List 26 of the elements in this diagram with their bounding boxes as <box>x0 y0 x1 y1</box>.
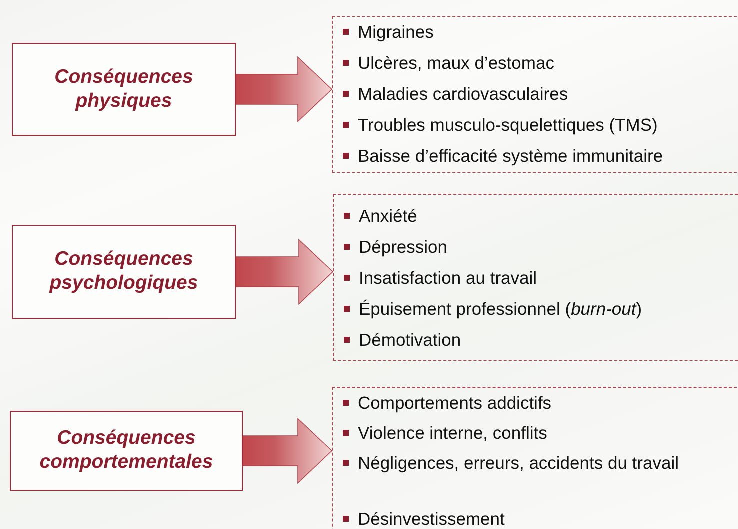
bullet-item: Négligences, erreurs, accidents du travail <box>343 453 738 474</box>
bullet-item: Épuisement professionnel (burn-out) <box>344 299 738 320</box>
category-title: Conséquences psychologiques <box>48 248 200 296</box>
bullet-item: Désinvestissement <box>343 509 738 529</box>
category-title: Conséquences comportementales <box>38 427 214 475</box>
block-arrow <box>236 56 333 123</box>
bullet-item: Dépression <box>344 237 738 258</box>
bullet-item: Violence interne, conflits <box>343 423 738 444</box>
bullet-item: Migraines <box>343 22 738 43</box>
category-title: Conséquences physiques <box>54 66 194 114</box>
block-arrow <box>242 418 333 484</box>
block-arrow <box>236 238 334 306</box>
bullet-item: Maladies cardiovasculaires <box>343 84 738 105</box>
dashed-list-panel <box>332 16 738 173</box>
dashed-list-panel <box>333 194 738 361</box>
bullet-item: Comportements addictifs <box>343 393 738 414</box>
category-box <box>10 411 243 491</box>
category-box <box>12 43 236 136</box>
bullet-item: Insatisfaction au travail <box>344 268 738 289</box>
bullet-item: Baisse d’efficacité système immunitaire <box>343 146 738 167</box>
bullet-item: Troubles musculo-squelettiques (TMS) <box>343 115 738 136</box>
bullet-item: Anxiété <box>344 206 738 227</box>
bullet-item: Démotivation <box>344 330 738 351</box>
bullet-item: Ulcères, maux d’estomac <box>343 53 738 74</box>
dashed-list-panel <box>332 387 738 529</box>
category-box <box>12 225 236 319</box>
